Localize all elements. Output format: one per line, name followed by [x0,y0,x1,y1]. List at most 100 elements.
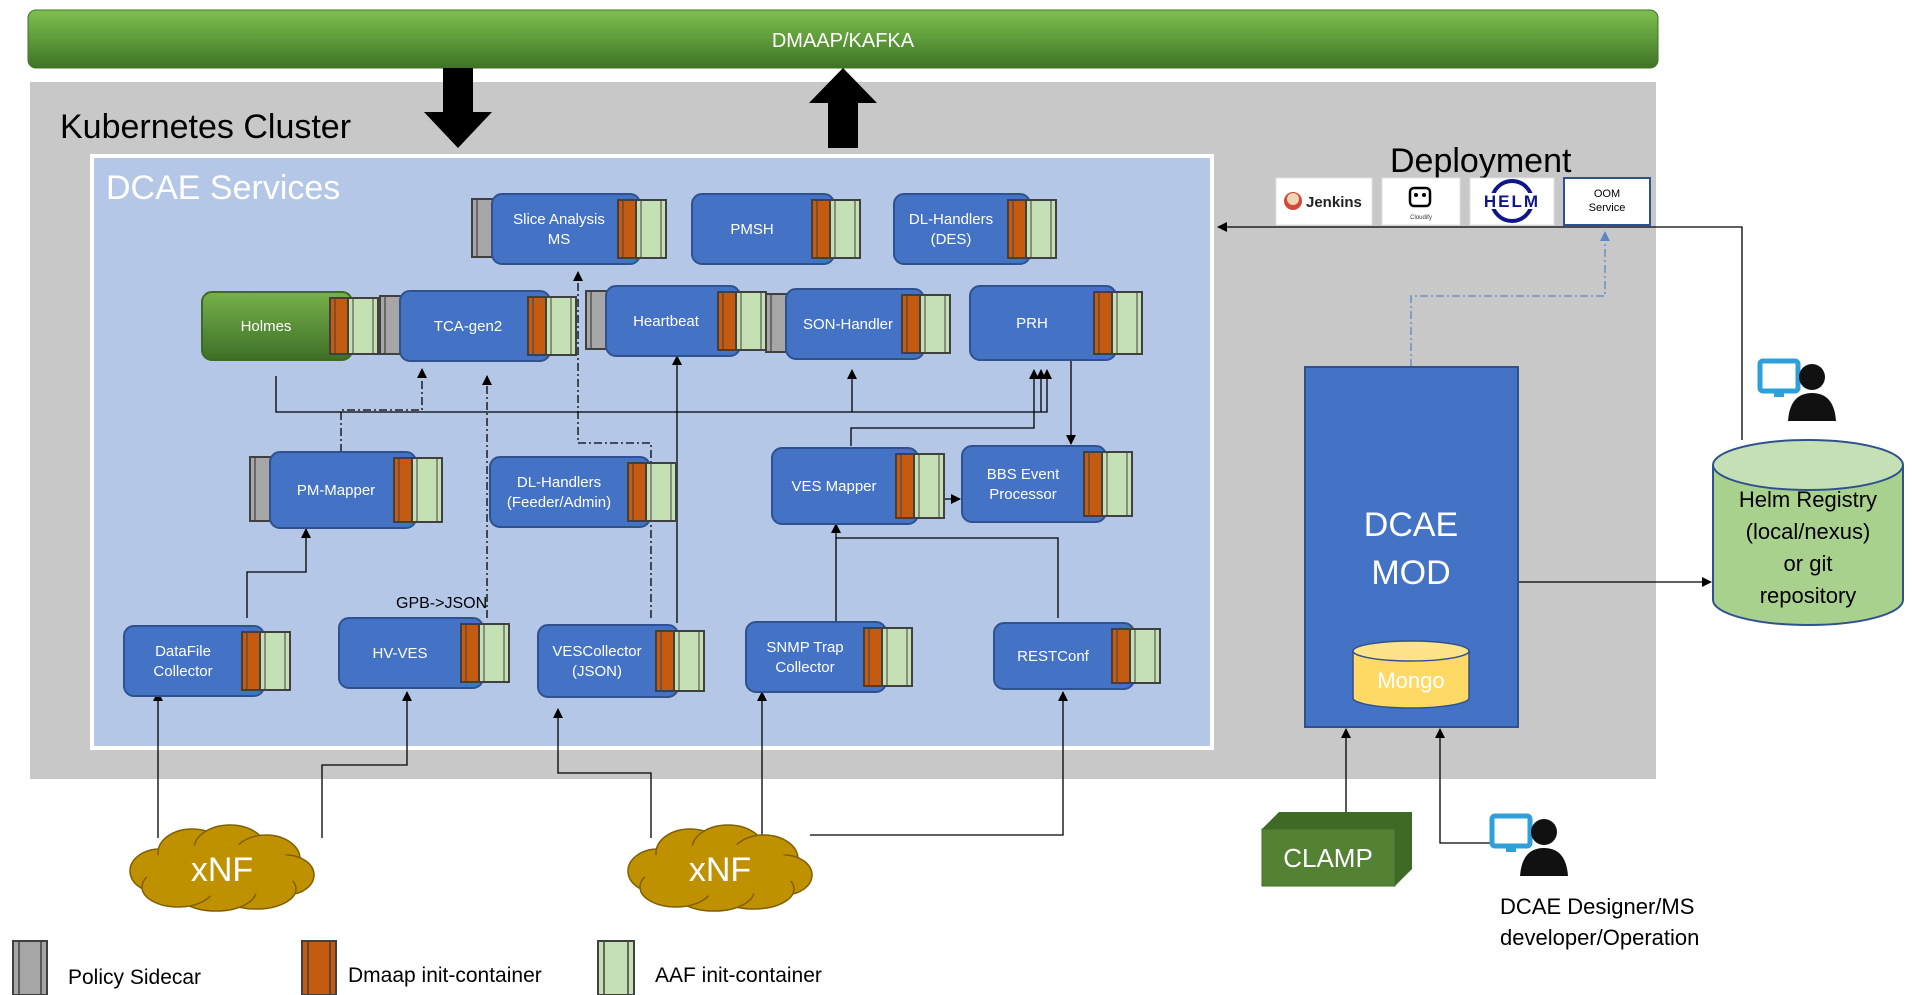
service-label: Holmes [241,318,292,335]
aaf-init-inner [1030,199,1052,259]
dmaap-kafka-bus: DMAAP/KAFKA [27,9,1659,69]
operator-user-icon [1757,358,1836,421]
mongo-label: Mongo [1377,668,1444,693]
service-dlhdes: DL-Handlers (DES) [893,193,1057,265]
service-label: (Feeder/Admin) [507,494,611,511]
clamp-box: CLAMP [1261,812,1412,887]
service-label: Slice Analysis [513,211,605,228]
jenkins-label: Jenkins [1306,194,1362,211]
aaf-init-inner [886,627,908,687]
service-label: BBS Event [987,466,1060,483]
helm-registry-line4: repository [1760,583,1857,608]
service-pmmapper: PM-Mapper [249,451,443,529]
helm-label: HELM [1484,192,1540,211]
clamp-label: CLAMP [1283,843,1373,873]
aaf-init-inner [352,297,374,355]
dcae-mod: DCAE MOD Mongo [1304,366,1519,728]
designer-label-line2: developer/Operation [1500,925,1699,950]
xnf-cloud: xNF [627,824,813,912]
designer-user-icon [1489,813,1568,876]
aaf-init-inner [1116,291,1138,355]
service-label: HV-VES [372,645,427,662]
service-label: Collector [153,663,212,680]
aaf-init-inner [834,199,856,259]
aaf-init-inner [640,199,662,259]
aaf-init-inner [483,623,505,683]
legend-policy-sidecar: Policy Sidecar [12,940,201,995]
service-label: RESTConf [1017,648,1090,665]
legend-dmaap-init: Dmaap init-container [301,940,542,995]
service-hvves: HV-VES [338,617,510,689]
legend-aaf-label: AAF init-container [655,964,822,987]
helm-registry: Helm Registry (local/nexus) or git repos… [1712,439,1904,626]
deployment-title: Deployment [1390,142,1572,180]
helm-logo: HELM [1469,177,1555,226]
service-label: SON-Handler [803,316,893,333]
xnf-layer: xNF xNF [129,824,813,912]
service-label: TCA-gen2 [434,318,502,335]
service-vesmapper: VES Mapper [771,447,945,525]
service-label: PM-Mapper [297,482,375,499]
service-vescoll: VESCollector (JSON) [537,624,705,698]
xnf-label: xNF [689,851,751,889]
service-label: (DES) [931,231,972,248]
service-label: DL-Handlers [909,211,993,228]
aaf-init-inner [1134,628,1156,684]
aaf-init-inner [416,457,438,523]
aaf-init-inner [740,291,762,351]
dcae-services-title: DCAE Services [106,169,340,207]
cloudify-logo: Cloudify [1381,177,1461,226]
service-label: (JSON) [572,663,622,680]
kubernetes-cluster-title: Kubernetes Cluster [60,108,351,146]
helm-registry-line1: Helm Registry [1739,487,1877,512]
service-restconf: RESTConf [993,622,1161,690]
xnf-label: xNF [191,851,253,889]
helm-registry-line2: (local/nexus) [1746,519,1871,544]
designer-label-line1: DCAE Designer/MS [1500,894,1694,919]
service-label: VESCollector [552,643,641,660]
down-arrow-icon [424,68,492,148]
service-prh: PRH [969,285,1143,361]
aaf-init-inner [1106,451,1128,517]
cloud-body [144,844,300,896]
aaf-init-inner [924,294,946,354]
service-heartbeat: Heartbeat [585,285,767,357]
legend-policy-label: Policy Sidecar [68,966,201,989]
service-tca: TCA-gen2 [379,290,577,362]
service-label: MS [548,231,571,248]
gpb-json-label: GPB->JSON [396,595,487,612]
service-holmes: Holmes [201,291,379,361]
aaf-init-inner [550,296,572,356]
service-box [489,456,651,528]
aaf-init-inner [264,631,286,691]
service-label: Processor [989,486,1057,503]
service-label: Collector [775,659,834,676]
service-label: PRH [1016,315,1048,332]
helm-registry-line3: or git [1784,551,1833,576]
mongo-db: Mongo [1352,640,1470,709]
legend-aaf-init: AAF init-container [597,940,822,995]
service-dlhfeeder: DL-Handlers (Feeder/Admin) [489,456,677,528]
service-label: DataFile [155,643,211,660]
dcae-mod-title-line2: MOD [1371,554,1450,592]
aaf-init-inner [918,453,940,519]
aaf-init-inner [650,462,672,522]
service-label: Heartbeat [633,313,700,330]
connectors [153,222,1743,844]
cloud-body [642,844,798,896]
aaf-init-inner [678,630,700,692]
service-label: DL-Handlers [517,474,601,491]
service-label: PMSH [730,221,773,238]
legend: Policy Sidecar Dmaap init-container AAF … [12,940,822,995]
service-pmsh: PMSH [691,193,861,265]
legend-dmaap-label: Dmaap init-container [348,964,542,987]
dmaap-kafka-label: DMAAP/KAFKA [772,30,915,52]
